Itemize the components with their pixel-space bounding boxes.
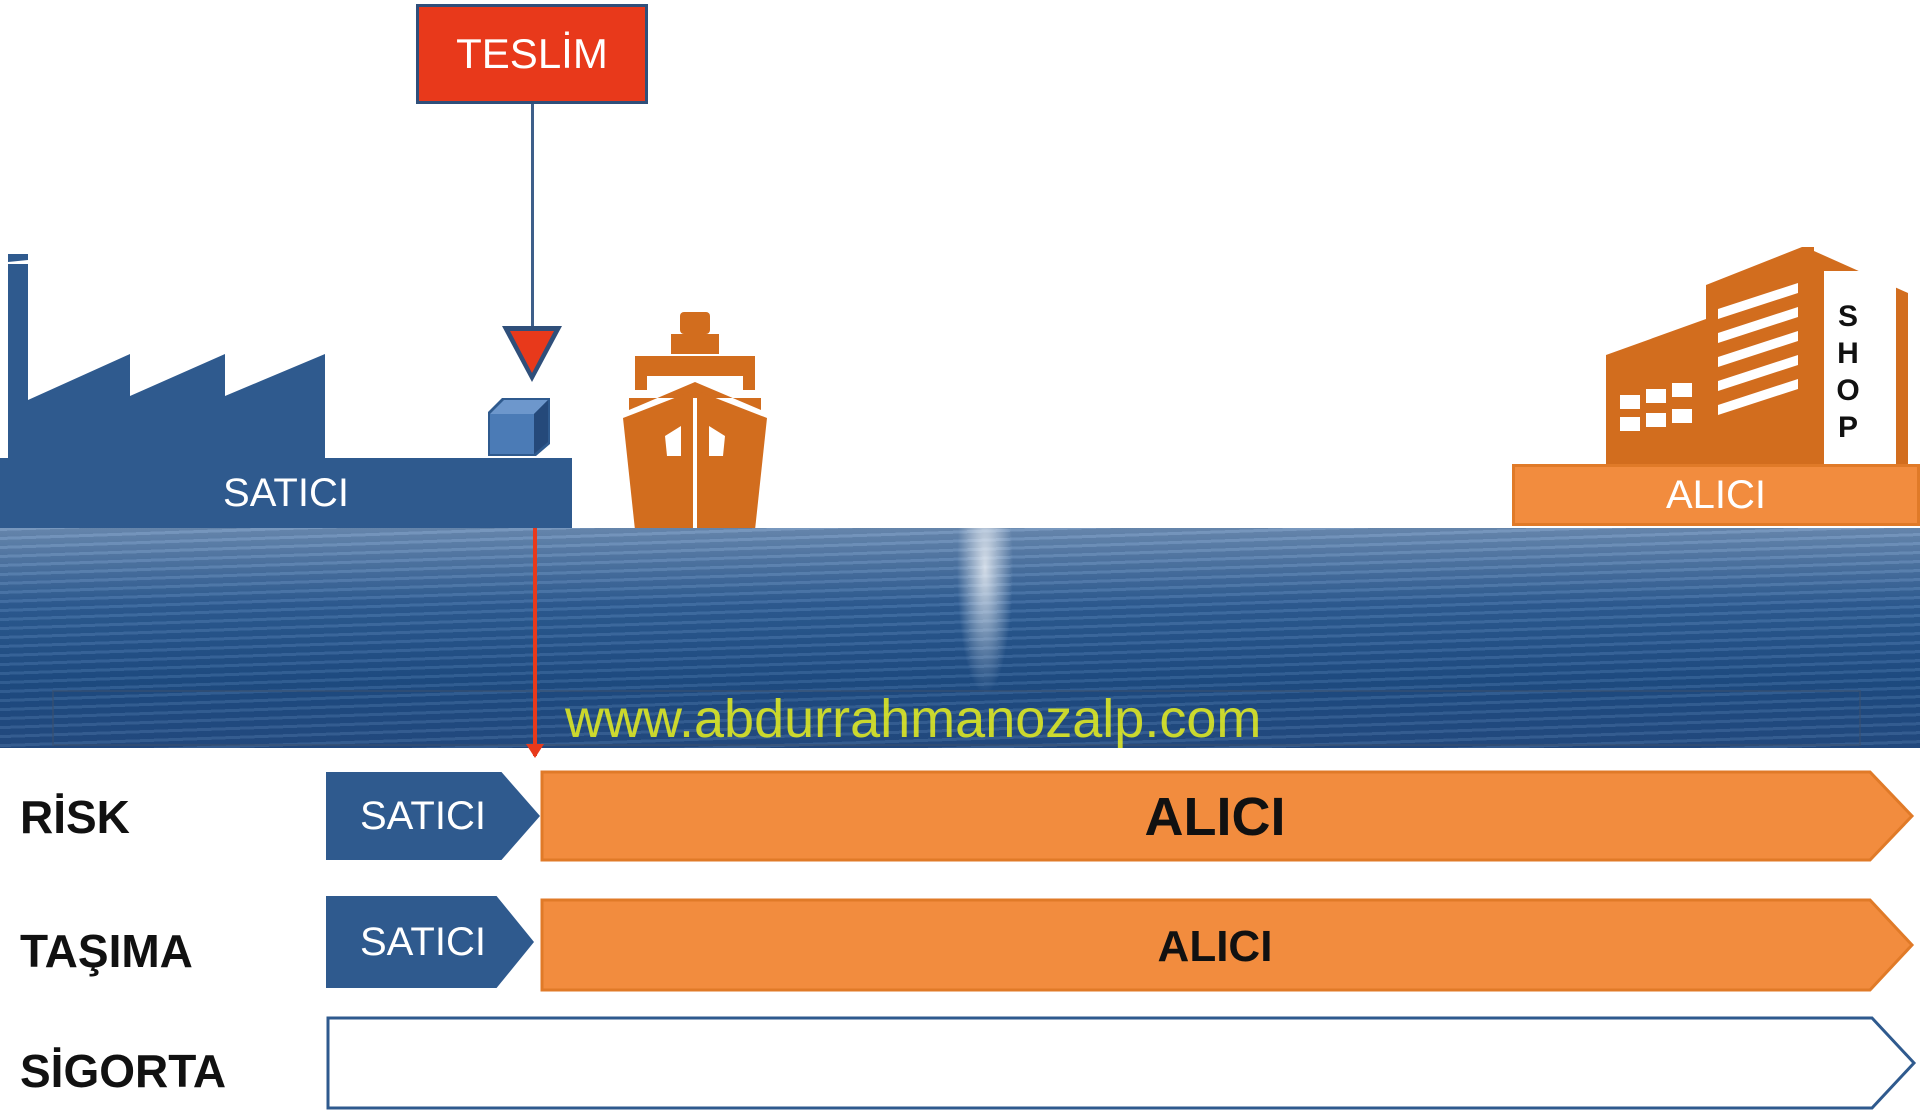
delivery-boundary-arrow-icon (526, 744, 544, 758)
watermark-frame (52, 690, 1861, 746)
delivery-point-label: TESLİM (416, 4, 648, 104)
factory-chimney (8, 264, 28, 460)
seller-platform: SATICI (0, 458, 572, 528)
ship-icon (623, 312, 767, 530)
shop-letter: O (1836, 374, 1860, 407)
delivery-boundary-line (533, 528, 537, 756)
factory-icon (8, 254, 325, 460)
shop-letters: S H O P (1824, 298, 1872, 446)
shop-letter: H (1837, 337, 1859, 370)
buyer-platform: ALICI (1512, 464, 1920, 526)
row-label-tasima: TAŞIMA (20, 925, 193, 977)
cargo-box-icon (488, 398, 550, 456)
tasima-seller-chevron: SATICI (326, 896, 534, 988)
risk-seller-chevron: SATICI (326, 772, 540, 860)
row-label-risk: RİSK (20, 791, 130, 843)
delivery-pointer-line (531, 104, 534, 326)
tasima-buyer-label: ALICI (1157, 922, 1273, 971)
watermark-text: www.abdurrahmanozalp.com (565, 689, 1262, 749)
factory-roof (28, 354, 325, 460)
row-label-sigorta: SİGORTA (20, 1045, 227, 1097)
sea-background (0, 528, 1920, 748)
delivery-pointer-arrow-fill (510, 331, 554, 373)
sigorta-empty-arrow (326, 1016, 1917, 1110)
tasima-seller-label: SATICI (360, 919, 486, 964)
risk-buyer-arrow (540, 770, 1915, 862)
seller-platform-label: SATICI (223, 470, 349, 515)
shop-letter: P (1837, 411, 1858, 444)
risk-buyer-label: ALICI (1144, 787, 1286, 847)
risk-seller-label: SATICI (360, 793, 486, 838)
buyer-platform-label: ALICI (1665, 472, 1767, 517)
delivery-point-text: TESLİM (456, 30, 608, 77)
tasima-buyer-arrow (540, 898, 1915, 992)
shop-building-icon (1606, 247, 1908, 467)
factory-chimney-cap (8, 254, 28, 262)
shop-letter: S (1837, 300, 1858, 333)
